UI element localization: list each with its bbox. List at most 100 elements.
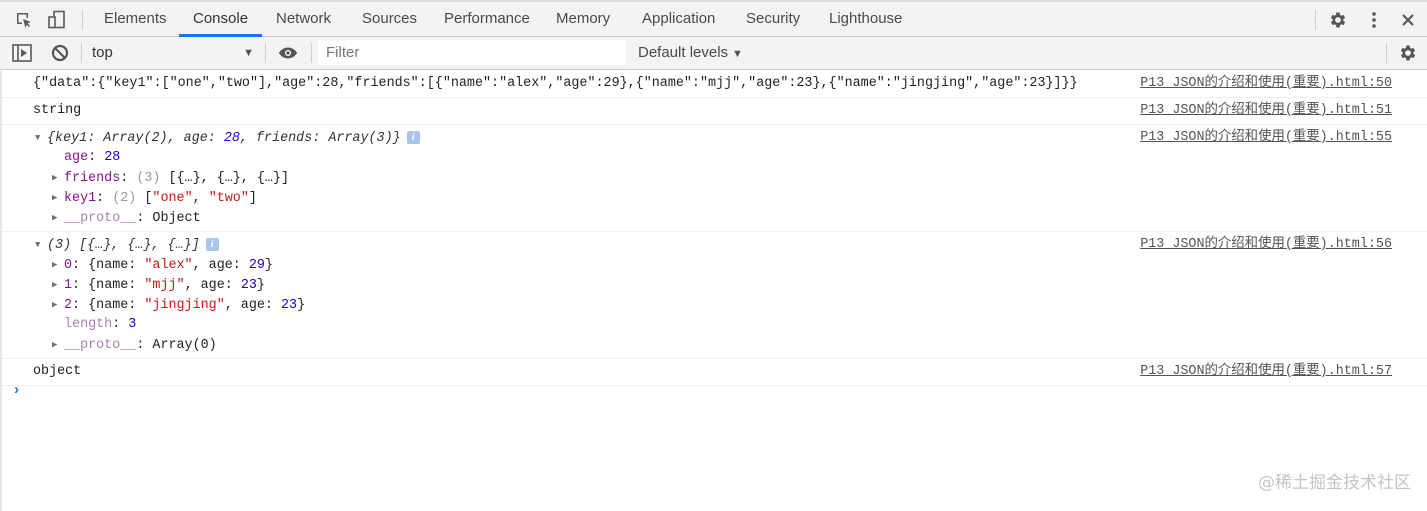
- live-expression-eye-icon[interactable]: [278, 43, 298, 63]
- preview-key: key1: [55, 131, 88, 146]
- toolbar-divider: [1386, 43, 1387, 63]
- clear-console-icon[interactable]: [50, 43, 70, 63]
- property-key: __proto__: [64, 338, 137, 353]
- tab-memory[interactable]: Memory: [556, 10, 611, 27]
- source-link[interactable]: P13_JSON的介绍和使用(重要).html:56: [1140, 237, 1392, 252]
- collapsed-triangle-icon[interactable]: ▶: [52, 193, 58, 203]
- console-message: ▼{key1: Array(2), age: 28, friends: Arra…: [2, 125, 1427, 232]
- inspect-element-icon[interactable]: [14, 10, 34, 30]
- property-key: friends: [64, 171, 121, 186]
- collapsed-triangle-icon[interactable]: ▶: [52, 280, 58, 290]
- property-key: __proto__: [64, 211, 137, 226]
- property-value: 28: [104, 150, 121, 165]
- array-count: (2): [112, 191, 137, 206]
- string-value: "alex": [144, 258, 193, 273]
- context-selector[interactable]: top ▼: [84, 41, 260, 65]
- collapsed-triangle-icon[interactable]: ▶: [52, 340, 58, 350]
- number-value: 23: [280, 298, 298, 313]
- log-text: object: [33, 364, 82, 379]
- preview-key: age: [183, 131, 208, 146]
- tab-network[interactable]: Network: [276, 10, 332, 27]
- property-row[interactable]: ▶__proto__: Array(0): [35, 335, 1427, 355]
- property-row[interactable]: ▶key1: (2) ["one", "two"]: [35, 188, 1427, 208]
- toolbar-divider: [265, 43, 266, 63]
- item-index: 0: [64, 258, 73, 273]
- toolbar-divider: [311, 43, 312, 63]
- log-text: string: [33, 103, 82, 118]
- context-value: top: [92, 44, 113, 61]
- source-link[interactable]: P13_JSON的介绍和使用(重要).html:57: [1140, 364, 1392, 379]
- toolbar-divider: [82, 10, 83, 30]
- property-key: age: [64, 150, 89, 165]
- property-row[interactable]: ▶friends: (3) [{…}, {…}, {…}]: [35, 168, 1427, 188]
- log-text: {"data":{"key1":["one","two"],"age":28,"…: [33, 76, 1078, 91]
- tab-security[interactable]: Security: [746, 10, 801, 27]
- show-sidebar-icon[interactable]: [12, 43, 32, 63]
- watermark: @稀土掘金技术社区: [1258, 473, 1411, 493]
- source-link[interactable]: P13_JSON的介绍和使用(重要).html:55: [1140, 130, 1392, 145]
- tab-sources[interactable]: Sources: [362, 10, 418, 27]
- console-message: string P13_JSON的介绍和使用(重要).html:51: [2, 98, 1427, 125]
- string-value: "jingjing": [144, 298, 225, 313]
- item-index: 1: [64, 278, 73, 293]
- object-preview[interactable]: ▼{key1: Array(2), age: 28, friends: Arra…: [35, 128, 1427, 148]
- settings-gear-icon[interactable]: [1328, 10, 1348, 30]
- preview-value: Array(3): [328, 131, 393, 146]
- expanded-triangle-icon[interactable]: ▼: [35, 240, 41, 250]
- source-link[interactable]: P13_JSON的介绍和使用(重要).html:51: [1140, 103, 1392, 118]
- array-item[interactable]: ▶2: {name: "jingjing", age: 23}: [35, 295, 1427, 315]
- log-levels-label: Default levels: [638, 44, 729, 61]
- console-message: ▼(3) [{…}, {…}, {…}]i ▶0: {name: "alex",…: [2, 232, 1427, 359]
- more-options-icon[interactable]: [1364, 10, 1384, 30]
- string-value: "mjj": [144, 278, 185, 293]
- collapsed-triangle-icon[interactable]: ▶: [52, 213, 58, 223]
- preview-value: 28: [223, 131, 240, 146]
- tab-console[interactable]: Console: [179, 2, 263, 37]
- property-value: 3: [128, 317, 137, 332]
- console-output: {"data":{"key1":["one","two"],"age":28,"…: [0, 71, 1427, 511]
- console-message: object P13_JSON的介绍和使用(重要).html:57: [2, 359, 1427, 386]
- device-toolbar-icon[interactable]: [47, 10, 67, 30]
- string-value: "one": [152, 191, 193, 206]
- tab-lighthouse[interactable]: Lighthouse: [829, 10, 903, 27]
- info-icon[interactable]: i: [205, 238, 219, 251]
- devtools-tab-bar: Elements Console Network Sources Perform…: [0, 0, 1427, 37]
- array-item[interactable]: ▶1: {name: "mjj", age: 23}: [35, 275, 1427, 295]
- array-count: (3): [136, 171, 161, 186]
- property-value: Array(0): [152, 338, 217, 353]
- close-devtools-icon[interactable]: [1398, 10, 1418, 30]
- dropdown-arrow-icon: ▼: [243, 47, 254, 59]
- property-row: length: 3: [64, 317, 137, 332]
- console-prompt-icon[interactable]: ›: [12, 382, 22, 399]
- collapsed-triangle-icon[interactable]: ▶: [52, 300, 58, 310]
- collapsed-triangle-icon[interactable]: ▶: [52, 260, 58, 270]
- dropdown-arrow-icon: ▼: [732, 48, 743, 60]
- property-value: [{…}, {…}, {…}]: [168, 171, 290, 186]
- item-index: 2: [64, 298, 73, 313]
- tab-elements[interactable]: Elements: [104, 10, 167, 27]
- property-key: length: [64, 317, 113, 332]
- source-link[interactable]: P13_JSON的介绍和使用(重要).html:50: [1140, 76, 1392, 91]
- property-key: key1: [64, 191, 97, 206]
- property-value: Object: [152, 211, 201, 226]
- collapsed-triangle-icon[interactable]: ▶: [52, 173, 58, 183]
- tab-performance[interactable]: Performance: [444, 10, 530, 27]
- console-toolbar: top ▼ Default levels▼: [0, 37, 1427, 70]
- filter-input[interactable]: [318, 40, 626, 65]
- toolbar-divider: [1315, 10, 1316, 30]
- console-message: {"data":{"key1":["one","two"],"age":28,"…: [2, 71, 1427, 98]
- toolbar-divider: [81, 43, 82, 63]
- preview-text: (3) [{…}, {…}, {…}]: [47, 238, 200, 253]
- array-item[interactable]: ▶0: {name: "alex", age: 29}: [35, 255, 1427, 275]
- tab-application[interactable]: Application: [642, 10, 716, 27]
- property-row[interactable]: ▶__proto__: Object: [35, 208, 1427, 228]
- log-levels-dropdown[interactable]: Default levels▼: [638, 42, 743, 65]
- property-row: age: 28: [64, 150, 121, 165]
- console-settings-gear-icon[interactable]: [1398, 43, 1418, 63]
- string-value: "two": [208, 191, 249, 206]
- expanded-triangle-icon[interactable]: ▼: [35, 133, 41, 143]
- number-value: 23: [240, 278, 257, 293]
- info-icon[interactable]: i: [406, 131, 420, 144]
- preview-value: Array(2): [103, 131, 168, 146]
- array-preview[interactable]: ▼ (3) [{…}, {…}, {…}] i: [35, 235, 1427, 255]
